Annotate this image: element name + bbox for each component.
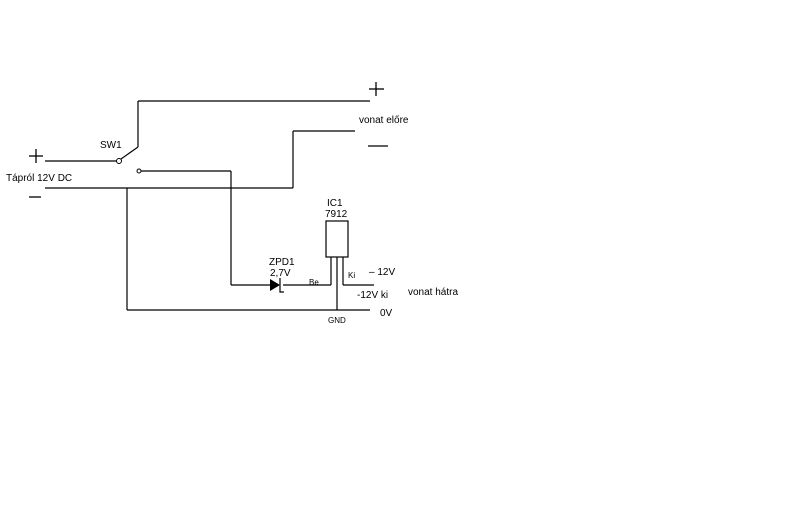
supply-plus-symbol [29, 149, 43, 163]
reverse-label: vonat hátra [408, 287, 458, 298]
zero-volt-label: 0V [380, 308, 393, 319]
forward-label: vonat előre [359, 115, 409, 126]
ic-label: IC1 [327, 198, 343, 209]
switch-common-contact [116, 158, 122, 164]
zener-diode-symbol [270, 279, 280, 291]
output-minus12-label: – 12V [369, 267, 395, 278]
ic-part-label: 7912 [325, 209, 348, 220]
source-label: Tápról 12V DC [6, 173, 72, 184]
pin-gnd-label: GND [328, 316, 346, 325]
forward-plus-symbol [369, 82, 384, 96]
output-minus12-ki-label: -12V ki [357, 290, 388, 301]
pin-out-label: Ki [348, 271, 355, 280]
wires [45, 100, 374, 311]
switch-bottom-contact [136, 168, 142, 174]
switch-lever [120, 146, 139, 160]
ic-body [325, 220, 349, 258]
zener-voltage-label: 2,7V [270, 268, 291, 279]
switch-label: SW1 [100, 140, 122, 151]
zener-diode-bar [279, 278, 284, 293]
pin-in-label: Be [309, 278, 319, 287]
zener-label: ZPD1 [269, 257, 295, 268]
